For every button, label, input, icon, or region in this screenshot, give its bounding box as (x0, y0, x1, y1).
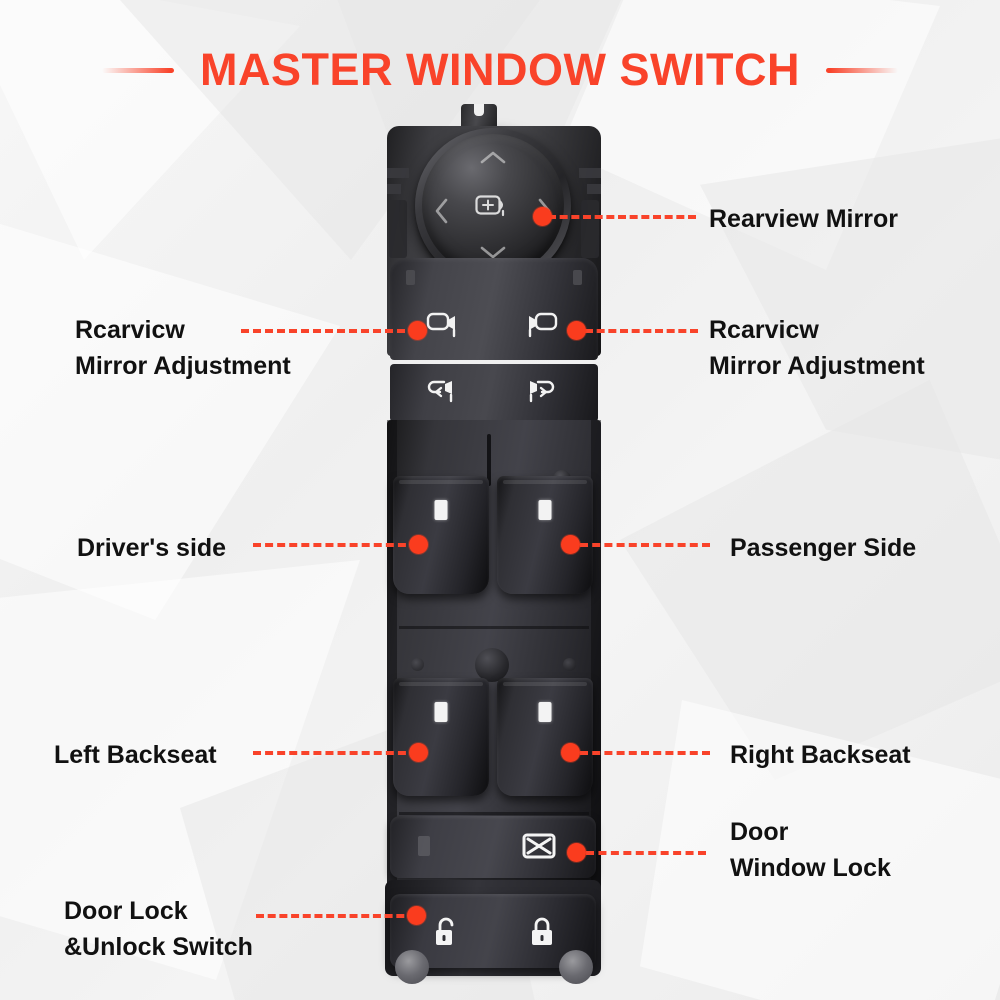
dot-left-backseat (409, 743, 428, 762)
label-line: &Unlock Switch (64, 932, 253, 961)
leader-mirror-adjust-right (585, 329, 698, 333)
left-rear-window-rocker[interactable] (393, 678, 489, 796)
driver-window-indicator (434, 500, 448, 520)
left-mirror-fold-button[interactable] (392, 364, 494, 422)
leader-door-lock-unlock (256, 914, 416, 918)
chevron-left-icon (434, 198, 448, 224)
label-line: Rcarvicw (709, 316, 819, 344)
right-mirror-fold-icon (524, 378, 558, 404)
dot-drivers-side (409, 535, 428, 554)
right-mirror-select-button[interactable] (494, 292, 594, 358)
label-line: Mirror Adjustment (75, 351, 291, 380)
mirror-adjust-icon (475, 193, 511, 217)
label-line: Mirror Adjustment (709, 351, 925, 380)
title-dash-left-icon (102, 67, 175, 73)
leader-drivers-side (253, 543, 418, 547)
leader-rearview-mirror (548, 215, 696, 219)
mount-foot-left (395, 950, 429, 984)
dot-rearview-mirror (533, 207, 552, 226)
title-dash-right-icon (825, 67, 898, 73)
left-mirror-icon (426, 312, 460, 338)
label-line: Passenger Side (730, 534, 917, 562)
label-line: Door Lock (64, 897, 188, 925)
mounting-clip-tab (461, 104, 497, 130)
chevron-up-icon (480, 150, 506, 164)
right-mirror-icon (524, 312, 558, 338)
label-line: Driver's side (77, 534, 227, 562)
label-mirror-adjust-left: Rcarvicw Mirror Adjustment (75, 313, 291, 384)
dot-right-backseat (561, 743, 580, 762)
right-mirror-fold-button[interactable] (494, 364, 596, 422)
mirror-fold-button-group (390, 364, 598, 422)
label-line: Right Backseat (730, 741, 911, 769)
passenger-window-indicator (538, 500, 552, 520)
page-title-row: MASTER WINDOW SWITCH (0, 38, 1000, 102)
label-mirror-adjust-right: Rcarvicw Mirror Adjustment (709, 313, 925, 384)
left-mirror-fold-icon (424, 378, 458, 404)
window-lock-button[interactable] (390, 816, 596, 878)
dot-mirror-adjust-right (567, 321, 586, 340)
leader-left-backseat (253, 751, 418, 755)
driver-window-rocker[interactable] (393, 476, 489, 594)
page-title: MASTER WINDOW SWITCH (200, 44, 800, 95)
right-rear-window-rocker[interactable] (497, 678, 593, 796)
label-line: Left Backseat (54, 741, 217, 769)
leader-right-backseat (580, 751, 710, 755)
label-rearview-mirror: Rearview Mirror (709, 202, 898, 238)
chevron-down-icon (480, 246, 506, 260)
leader-passenger-side (580, 543, 710, 547)
padlock-open-icon (432, 914, 460, 950)
label-line: Rearview Mirror (709, 205, 898, 233)
label-passenger-side: Passenger Side (730, 531, 916, 567)
label-line: Window Lock (730, 853, 891, 882)
dot-door-lock-unlock (407, 906, 426, 925)
dot-door-window-lock (567, 843, 586, 862)
mirror-joystick-knob[interactable] (422, 134, 564, 276)
mirror-select-button-group (390, 258, 598, 360)
product-master-window-switch (381, 104, 607, 984)
leader-door-window-lock (586, 851, 706, 855)
label-door-window-lock: Door Window Lock (730, 815, 891, 886)
mount-foot-right (559, 950, 593, 984)
passenger-window-rocker[interactable] (497, 476, 593, 594)
label-line: Rcarvicw (75, 316, 185, 344)
padlock-closed-icon (528, 914, 556, 950)
right-rear-window-indicator (538, 702, 552, 722)
left-mirror-select-button[interactable] (394, 292, 494, 358)
label-drivers-side: Driver's side (77, 531, 226, 567)
label-right-backseat: Right Backseat (730, 738, 911, 774)
leader-mirror-adjust-left (241, 329, 417, 333)
window-lock-icon (522, 832, 556, 860)
label-line: Door (730, 818, 789, 846)
left-rear-window-indicator (434, 702, 448, 722)
dot-mirror-adjust-left (408, 321, 427, 340)
label-door-lock-unlock: Door Lock &Unlock Switch (64, 894, 253, 965)
label-left-backseat: Left Backseat (54, 738, 217, 774)
dot-passenger-side (561, 535, 580, 554)
